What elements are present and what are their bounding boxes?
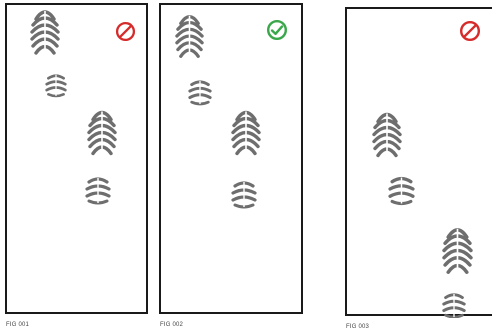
figure-panel-001 [5, 3, 148, 314]
shoe-heel-icon [231, 179, 257, 209]
figure-panel-002 [159, 3, 303, 314]
prohibited-icon [115, 21, 136, 42]
shoe-sole-icon [231, 105, 261, 160]
shoe-heel-icon [388, 174, 415, 206]
shoe-sole-icon [30, 5, 60, 59]
prohibited-icon [459, 20, 481, 42]
figure-panel-003 [345, 7, 492, 316]
shoe-heel-icon [45, 72, 67, 98]
shoe-sole-icon [87, 105, 117, 160]
shoe-sole-icon [372, 107, 402, 162]
figure-caption: FIG 003 [346, 324, 369, 330]
shoe-heel-icon [85, 175, 111, 205]
shoe-heel-icon [188, 78, 212, 106]
shoe-sole-icon [442, 222, 473, 279]
shoe-sole-icon [175, 10, 204, 62]
figure-caption: FIG 002 [160, 322, 183, 328]
check-circle-icon [266, 19, 288, 41]
shoe-heel-icon [440, 292, 468, 318]
figure-caption: FIG 001 [6, 322, 29, 328]
